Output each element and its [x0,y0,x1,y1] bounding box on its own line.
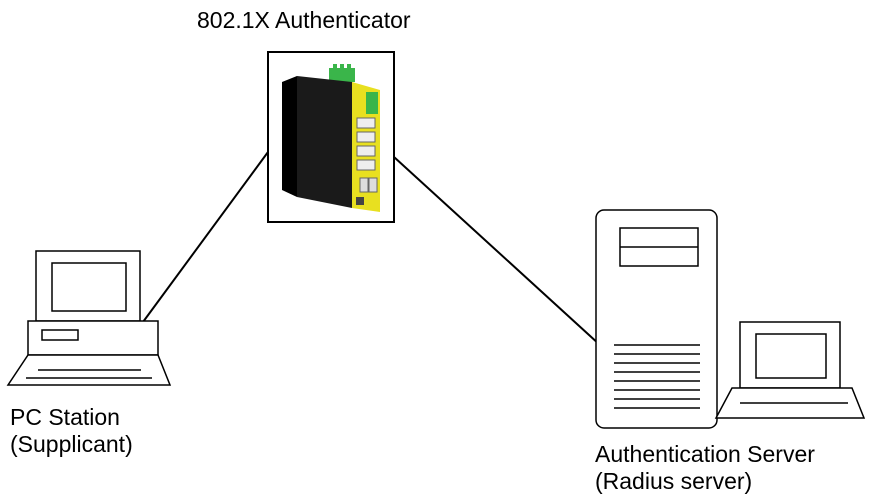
port-1 [356,117,376,129]
server-console-icon [714,321,866,419]
link-pc-to-switch [142,151,269,323]
fiber-port-1 [359,177,369,193]
switch-body [297,76,352,208]
link-switch-to-server [393,156,601,346]
switch-side-face [282,76,297,197]
monitor-screen [51,262,127,312]
port-2 [356,131,376,143]
industrial-switch-icon [267,51,395,223]
authenticator-label: 802.1X Authenticator [197,7,411,33]
console-screen [755,333,827,379]
pc-station-label-line2: (Supplicant) [10,431,133,457]
terminal-block [329,68,355,82]
auth-server-label: Authentication Server (Radius server) [595,441,815,495]
pc-station-label: PC Station (Supplicant) [10,404,133,458]
pc-station-label-line1: PC Station [10,404,120,430]
floppy-slot [41,329,79,341]
desktop-computer-icon [6,250,172,386]
port-3 [356,145,376,157]
auth-server-label-line2: (Radius server) [595,468,753,494]
auth-server-label-line1: Authentication Server [595,441,815,467]
port-4 [356,159,376,171]
fiber-port-2 [368,177,378,193]
tower-server-icon [595,209,718,429]
